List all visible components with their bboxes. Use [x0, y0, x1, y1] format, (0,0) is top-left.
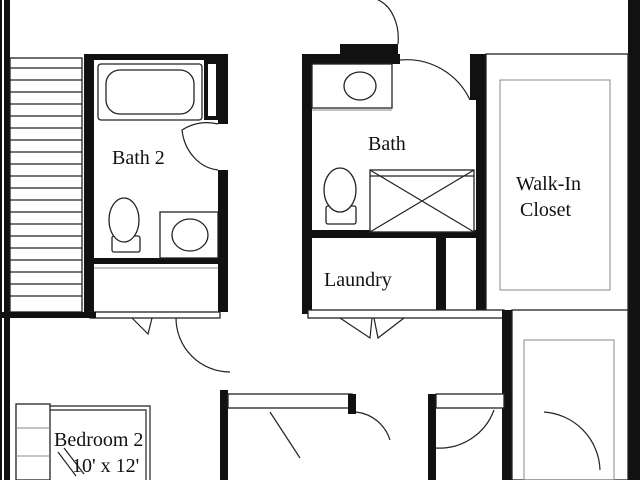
walkin-closet — [485, 53, 629, 315]
room-label-walkin-line2: Closet — [520, 199, 572, 221]
hall-closets — [220, 390, 505, 480]
room-label-walkin-line1: Walk-In — [516, 173, 581, 195]
lower-right-closet — [502, 309, 629, 480]
room-size-bedroom2: 10' x 12' — [72, 455, 139, 477]
staircase — [9, 57, 83, 313]
bath-fixtures — [311, 63, 475, 233]
bedroom2 — [0, 312, 151, 480]
bath-walls — [302, 54, 531, 314]
bath2-walls — [84, 54, 228, 312]
room-label-bath: Bath — [368, 133, 406, 155]
room-label-bedroom2: Bedroom 2 — [54, 429, 143, 451]
top-door — [340, 0, 399, 54]
room-label-laundry: Laundry — [324, 269, 392, 291]
room-label-bath2: Bath 2 — [112, 147, 165, 169]
bath2-fixtures — [94, 60, 220, 269]
bath2-closet-doors — [89, 311, 231, 373]
